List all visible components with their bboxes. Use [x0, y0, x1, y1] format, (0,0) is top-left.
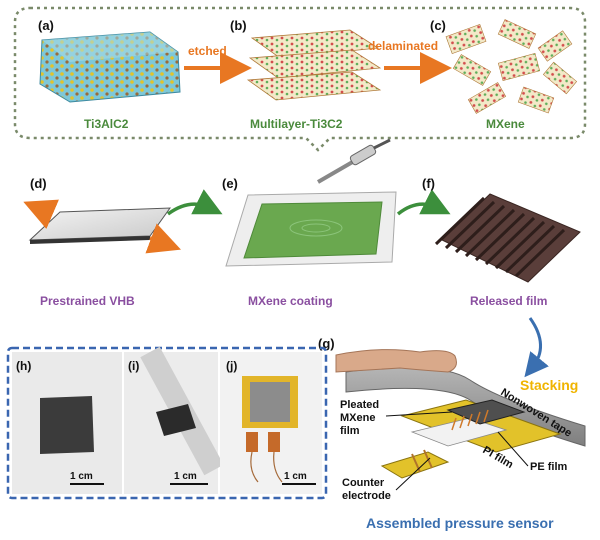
- photos-dashed-frame: [6, 346, 328, 500]
- panel-c-letter: (c): [430, 18, 446, 33]
- stacking-label: Stacking: [520, 377, 578, 393]
- counter-leader: [395, 457, 431, 491]
- panel-i-photo: [124, 346, 224, 494]
- pleated-leader: [385, 411, 453, 417]
- panel-c-caption: MXene: [486, 117, 525, 131]
- counter-label-2: electrode: [342, 490, 391, 502]
- arrow-d-to-e: [166, 189, 223, 216]
- panel-i-scale: 1 cm: [174, 471, 197, 482]
- arrow-f-to-g: [524, 317, 549, 378]
- panel-g-hand: [335, 349, 457, 373]
- panel-d-caption: Prestrained VHB: [40, 294, 135, 308]
- panel-e-letter: (e): [222, 176, 238, 191]
- arrow-e-to-f: [396, 189, 451, 216]
- panel-j-scale: 1 cm: [284, 471, 307, 482]
- arrow-delaminated-label: delaminated: [368, 39, 438, 53]
- panel-i-letter: (i): [128, 359, 139, 373]
- pe-film-leader: [497, 431, 529, 467]
- panel-j-photo: [220, 352, 322, 494]
- panel-a-caption: Ti3AlC2: [84, 117, 129, 131]
- counter-label-1: Counter: [342, 477, 385, 489]
- panel-a-crystal: [39, 31, 181, 103]
- panel-b-caption: Multilayer-Ti3C2: [250, 117, 343, 131]
- panel-f-caption: Released film: [470, 294, 547, 308]
- panel-h-photo: [12, 352, 122, 494]
- panel-d-vhb-sheet: [23, 199, 181, 254]
- panel-c-flakes: [445, 19, 578, 114]
- panel-d-letter: (d): [30, 176, 47, 191]
- panel-g-caption: Assembled pressure sensor: [366, 515, 554, 531]
- panel-h-scale: 1 cm: [70, 471, 93, 482]
- panel-b-letter: (b): [230, 18, 247, 33]
- pleated-label-3: film: [340, 425, 360, 437]
- panel-g-electrode: [446, 399, 526, 431]
- panel-a-letter: (a): [38, 18, 54, 33]
- pleated-label-2: MXene: [340, 412, 375, 424]
- panel-e-coated-sheet: [225, 191, 397, 267]
- pleated-label-1: Pleated: [340, 399, 379, 411]
- panel-f-letter: (f): [422, 176, 435, 191]
- pe-film-label: PE film: [530, 461, 568, 473]
- panel-h-letter: (h): [16, 359, 31, 373]
- panel-j-letter: (j): [226, 359, 237, 373]
- top-dashed-frame: [13, 6, 587, 152]
- pipette-icon: [316, 138, 391, 184]
- panel-f-pleated-film: [434, 193, 581, 283]
- panel-e-caption: MXene coating: [248, 294, 333, 308]
- panel-b-multilayer: [246, 29, 382, 101]
- arrow-etched-label: etched: [188, 44, 227, 58]
